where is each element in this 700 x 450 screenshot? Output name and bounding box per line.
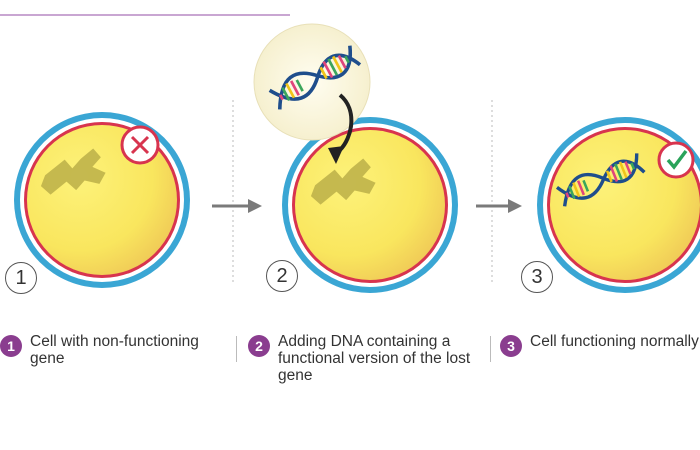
- check-mark-icon: [657, 141, 695, 179]
- arrow-icon: [212, 199, 262, 213]
- caption-badge-2: 2: [248, 335, 270, 357]
- step-number-3: 3: [521, 261, 553, 293]
- header-accent-line: [0, 14, 290, 16]
- cell-1: [14, 112, 190, 288]
- caption-text-1: Cell with non-functioning gene: [30, 333, 199, 367]
- caption-3: 3 Cell functioning normally: [500, 333, 700, 357]
- step-number-1: 1: [5, 262, 37, 294]
- diagram-canvas: [14, 23, 700, 293]
- arrow-icon: [476, 199, 522, 213]
- caption-row: 1 Cell with non-functioning gene 2 Addin…: [0, 333, 700, 403]
- caption-1: 1 Cell with non-functioning gene: [0, 333, 228, 367]
- dna-inset-bubble: [253, 23, 371, 164]
- caption-divider: [236, 336, 237, 362]
- caption-2: 2 Adding DNA containing a functional ver…: [248, 333, 484, 384]
- caption-text-2: Adding DNA containing a functional versi…: [278, 333, 471, 384]
- insert-arrow-icon: [328, 146, 344, 164]
- caption-divider: [490, 336, 491, 362]
- caption-badge-3: 3: [500, 335, 522, 357]
- step-number-2: 2: [266, 260, 298, 292]
- cell-3: [537, 117, 700, 293]
- cell-2: [282, 117, 458, 293]
- x-mark-icon: [120, 125, 160, 165]
- caption-text-3: Cell functioning normally: [530, 333, 699, 350]
- caption-badge-1: 1: [0, 335, 22, 357]
